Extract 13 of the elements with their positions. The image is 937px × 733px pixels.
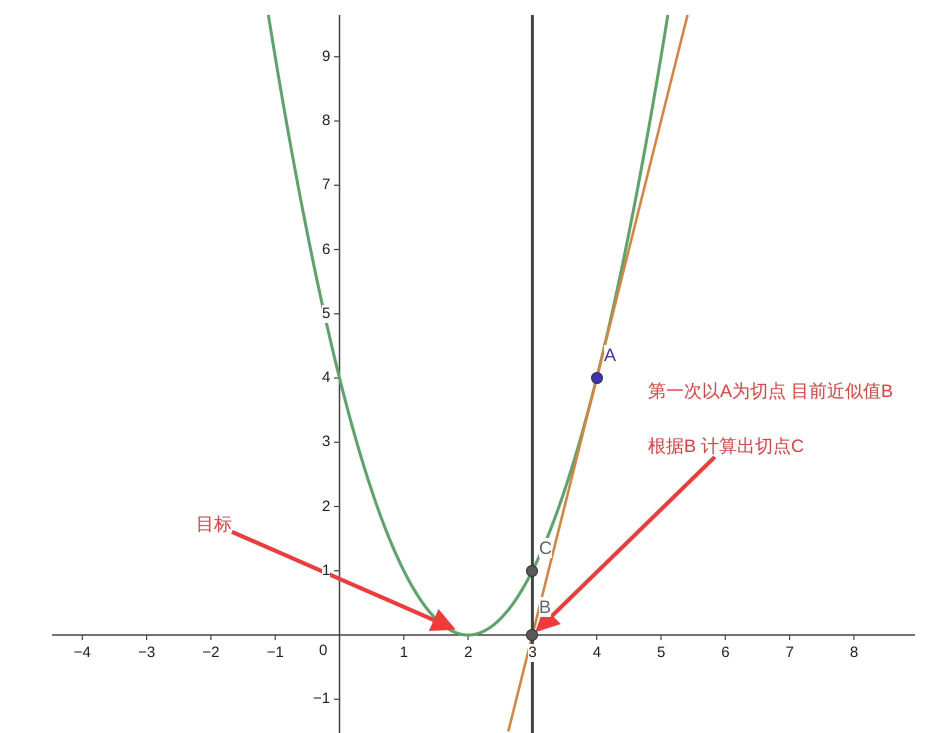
- tick-label: 1: [322, 562, 330, 580]
- point: [526, 629, 538, 641]
- arrow: [231, 530, 456, 631]
- arrow: [535, 456, 716, 632]
- annotation-text: 第一次以A为切点 目前近似值B: [648, 380, 894, 402]
- point: [526, 564, 538, 577]
- tick-label: 3: [528, 644, 537, 662]
- point-label: C: [539, 538, 552, 558]
- annotation-text: 根据B 计算出切点C: [648, 435, 804, 457]
- tick-label: 5: [322, 304, 330, 323]
- annotation-text: 目标: [196, 513, 232, 535]
- point-label: B: [539, 597, 552, 617]
- point: [590, 372, 603, 384]
